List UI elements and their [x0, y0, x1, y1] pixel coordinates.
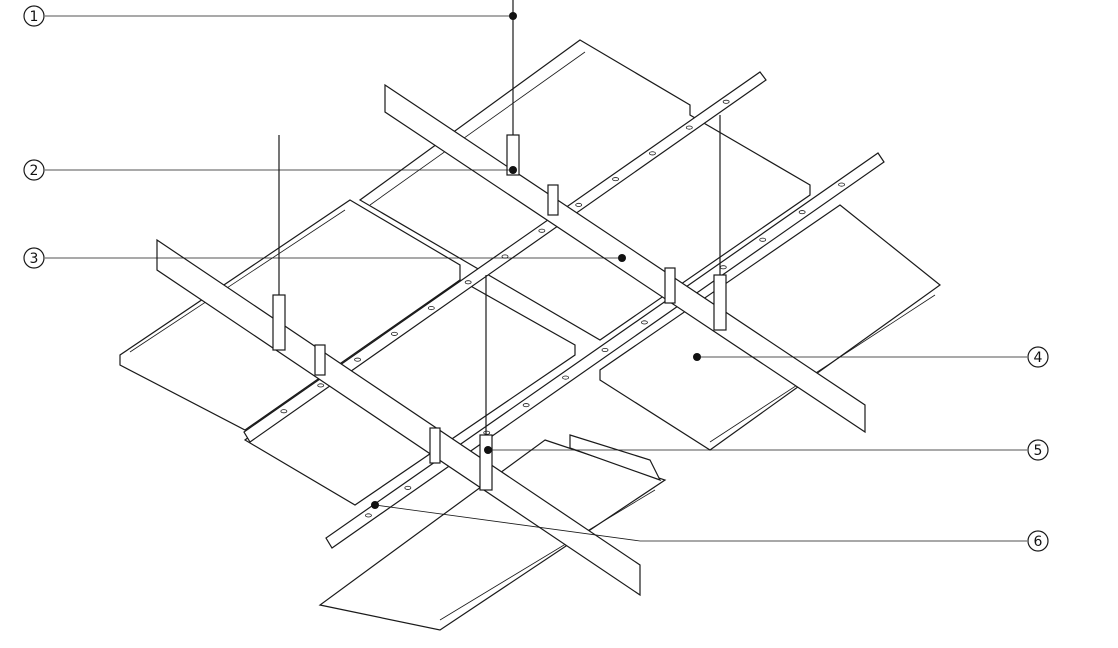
rail-hole — [538, 228, 546, 233]
rail-hole — [759, 237, 767, 242]
rail-hole — [483, 430, 491, 435]
callout-6: 6 — [1027, 530, 1049, 552]
rail-hole — [601, 347, 609, 352]
panel-left — [119, 199, 461, 431]
callout-1: 1 — [23, 5, 45, 27]
beam-clip-d — [429, 427, 441, 464]
panel-left-edge — [129, 209, 346, 353]
callout-3: 3 — [23, 247, 45, 269]
leader-6 — [374, 504, 1027, 542]
rail-hole — [280, 409, 288, 414]
callout-number: 2 — [30, 163, 39, 179]
panel-top — [358, 39, 811, 341]
rail-hole — [798, 210, 806, 215]
callout-number: 5 — [1034, 443, 1043, 459]
ceiling-panels — [119, 39, 941, 631]
rail-hole — [562, 375, 569, 380]
callout-circle — [23, 5, 45, 27]
callout-circle — [1027, 530, 1049, 552]
panel-top-edge — [369, 51, 586, 206]
panel-right-edge — [709, 294, 936, 443]
callout-4: 4 — [1027, 346, 1049, 368]
rail-hole — [575, 202, 583, 207]
callout-leaders — [45, 15, 1027, 542]
callout-number: 6 — [1034, 534, 1043, 550]
rail-hole — [365, 513, 372, 518]
hanger-clip-4 — [479, 434, 493, 491]
rail-hole — [404, 485, 412, 490]
panel-right — [599, 204, 941, 451]
beam-clip-a — [547, 184, 559, 216]
rail-hole — [838, 182, 845, 187]
callout-number: 3 — [30, 251, 39, 267]
callout-2: 2 — [23, 159, 45, 181]
callout-circle — [1027, 439, 1049, 461]
callout-number: 4 — [1034, 350, 1043, 366]
rail-hole — [317, 383, 325, 388]
callout-number: 1 — [30, 9, 39, 25]
beam-clip-c — [314, 344, 326, 376]
carrier-rail-upper — [243, 71, 767, 443]
hanger-clip-3 — [713, 274, 727, 331]
hanger-clip-1 — [506, 134, 520, 176]
rail-hole — [354, 357, 361, 362]
rail-hole — [391, 331, 398, 336]
beam-clip-b — [664, 267, 676, 304]
rail-hole — [612, 177, 619, 182]
rail-hole — [722, 99, 730, 104]
rail-hole — [522, 403, 530, 408]
hanger-clip-2 — [272, 294, 286, 351]
callout-circle — [23, 247, 45, 269]
panel-bottom-edge — [439, 489, 656, 621]
rail-hole — [685, 125, 693, 130]
callout-5: 5 — [1027, 439, 1049, 461]
panel-bottom-flap — [569, 434, 662, 482]
rail-hole — [641, 320, 648, 325]
rail-hole — [427, 306, 435, 311]
callout-circle — [23, 159, 45, 181]
rail-hole — [464, 280, 472, 285]
callout-circle — [1027, 346, 1049, 368]
rail-holes — [280, 99, 845, 518]
rail-hole — [649, 151, 656, 156]
